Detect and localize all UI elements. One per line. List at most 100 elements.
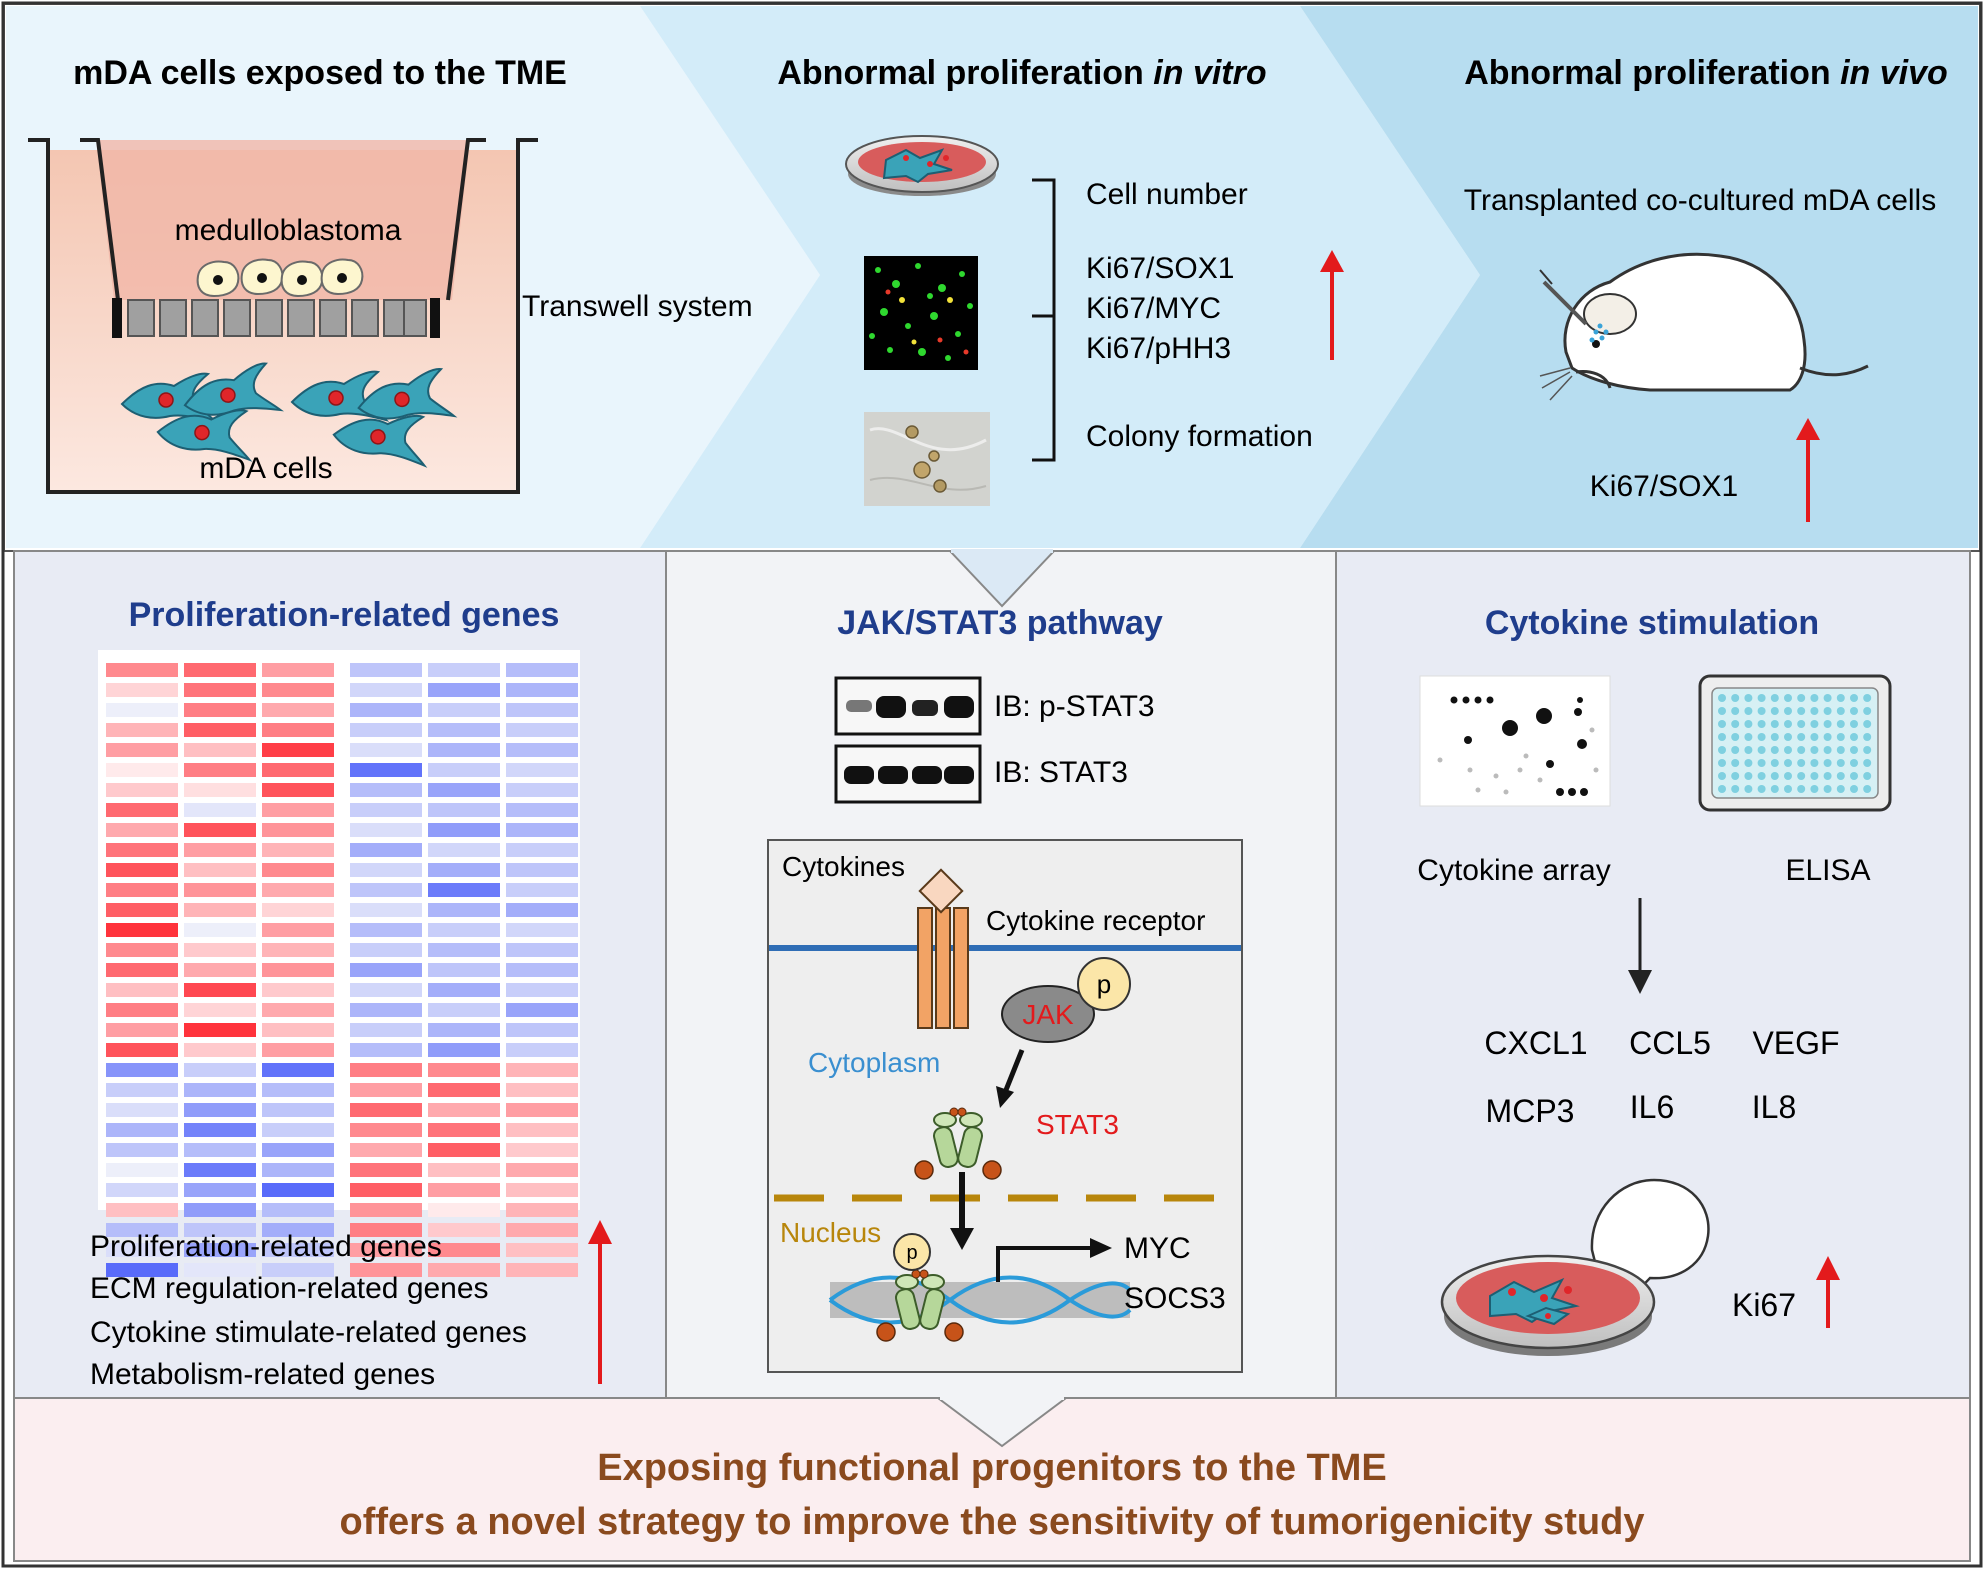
heatmap-cell	[262, 1263, 334, 1277]
heatmap-cell	[506, 883, 578, 897]
elisa-well	[1731, 733, 1740, 741]
heatmap-cell	[184, 1203, 256, 1217]
heatmap-cell	[184, 903, 256, 917]
cytokines-label: Cytokines	[782, 851, 905, 882]
heatmap-cell	[106, 1243, 178, 1257]
elisa-well	[1810, 759, 1819, 767]
heatmap-cell	[106, 763, 178, 777]
elisa-well	[1797, 707, 1806, 715]
heatmap-cell	[106, 923, 178, 937]
stat3-label: STAT3	[1036, 1109, 1119, 1140]
jak-label: JAK	[1022, 999, 1074, 1030]
elisa-well	[1797, 720, 1806, 728]
genes-title: Proliferation-related genes	[129, 596, 560, 634]
heatmap-cell	[350, 1083, 422, 1097]
heatmap-cell	[350, 723, 422, 737]
heatmap-cell	[506, 823, 578, 837]
heatmap-cell	[506, 1043, 578, 1057]
heatmap-cell	[350, 963, 422, 977]
elisa-well	[1810, 707, 1819, 715]
heatmap-cell	[262, 1243, 334, 1257]
heatmap-cell	[106, 1203, 178, 1217]
heatmap-cell	[428, 963, 500, 977]
heatmap-cell	[184, 1263, 256, 1277]
heatmap-cell	[428, 863, 500, 877]
elisa-well	[1718, 733, 1726, 741]
heatmap-cell	[184, 983, 256, 997]
heatmap-cell	[262, 1043, 334, 1057]
heatmap-cell	[428, 783, 500, 797]
elisa-well	[1823, 785, 1832, 793]
heatmap-cell	[506, 763, 578, 777]
heatmap-cell	[184, 1243, 256, 1257]
heatmap-cell	[262, 743, 334, 757]
target-socs3: SOCS3	[1124, 1282, 1226, 1315]
elisa-well	[1718, 772, 1726, 780]
elisa-well	[1863, 772, 1872, 780]
heatmap-cell	[350, 1203, 422, 1217]
heatmap-cell	[350, 883, 422, 897]
heatmap-cell	[106, 983, 178, 997]
elisa-well	[1770, 733, 1779, 741]
mda-cells-label: mDA cells	[199, 452, 332, 485]
elisa-well	[1863, 759, 1872, 767]
elisa-well	[1836, 759, 1845, 767]
heatmap-cell	[506, 663, 578, 677]
heatmap-cell	[262, 983, 334, 997]
elisa-well	[1770, 694, 1779, 702]
heatmap-cell	[184, 863, 256, 877]
heatmap-cell	[184, 1183, 256, 1197]
heatmap-cell	[350, 1023, 422, 1037]
elisa-well	[1836, 720, 1845, 728]
heatmap-cell	[428, 923, 500, 937]
heatmap-cell	[350, 1243, 422, 1257]
elisa-well	[1770, 707, 1779, 715]
heatmap-cell	[262, 863, 334, 877]
elisa-well	[1757, 759, 1766, 767]
elisa-well	[1797, 733, 1806, 741]
elisa-well	[1731, 694, 1740, 702]
band-in-vitro	[640, 6, 1480, 548]
heatmap-cell	[106, 1063, 178, 1077]
elisa-well	[1823, 772, 1832, 780]
elisa-well	[1797, 759, 1806, 767]
heatmap-cell	[428, 903, 500, 917]
elisa-well	[1718, 785, 1726, 793]
heatmap-cell	[428, 663, 500, 677]
elisa-well	[1810, 733, 1819, 741]
heatmap-cell	[506, 923, 578, 937]
heatmap-cell	[350, 903, 422, 917]
heatmap-cell	[428, 703, 500, 717]
cytoplasm-label: Cytoplasm	[808, 1047, 940, 1078]
elisa-well	[1770, 746, 1779, 754]
heatmap-cell	[184, 723, 256, 737]
heatmap-cell	[184, 683, 256, 697]
heatmap-cell	[428, 743, 500, 757]
heatmap-cell	[350, 1163, 422, 1177]
heatmap-cell	[106, 1223, 178, 1237]
pathway-diagram: Cytokines Cytokine receptor JAK p Cytopl…	[767, 839, 1243, 1373]
heatmap-cell	[506, 723, 578, 737]
heatmap-cell	[262, 1063, 334, 1077]
elisa-well	[1744, 720, 1753, 728]
heatmap-cell	[262, 903, 334, 917]
heatmap-cell	[262, 1103, 334, 1117]
elisa-well	[1731, 785, 1740, 793]
elisa-well	[1863, 694, 1872, 702]
nucleus-label: Nucleus	[780, 1217, 881, 1248]
heatmap-cell	[506, 903, 578, 917]
cytokine-il8: IL8	[1752, 1089, 1796, 1125]
elisa-well	[1770, 785, 1779, 793]
heatmap-cell	[262, 803, 334, 817]
heatmap-cell	[428, 763, 500, 777]
heatmap-cell	[262, 723, 334, 737]
heatmap-cell	[106, 1003, 178, 1017]
heatmap-cell	[106, 883, 178, 897]
elisa-label: ELISA	[1785, 854, 1870, 887]
elisa-well	[1836, 733, 1845, 741]
heatmap-cell	[506, 1163, 578, 1177]
heatmap-cell	[106, 1083, 178, 1097]
elisa-well	[1850, 733, 1858, 741]
elisa-well	[1757, 694, 1766, 702]
western-blot-stat3	[834, 744, 982, 804]
